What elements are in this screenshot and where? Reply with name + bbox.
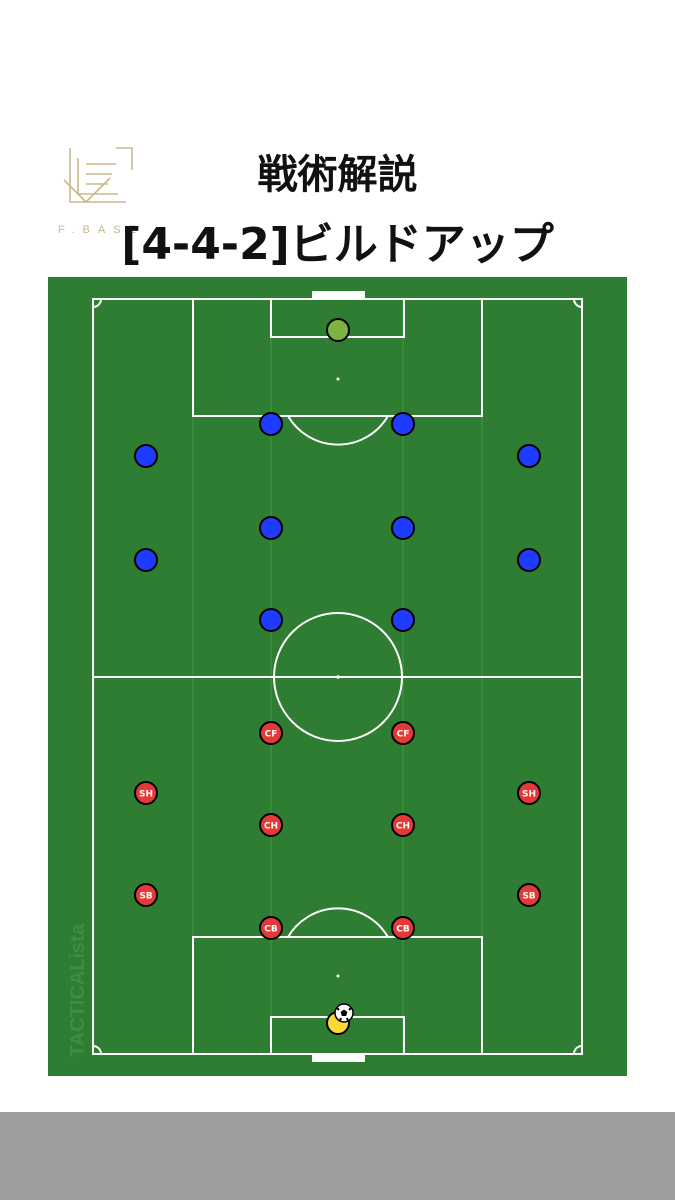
football-pitch: TACTICALista CF CF SH SH CH CH SB SB CB CB bbox=[48, 277, 627, 1076]
watermark: TACTICALista bbox=[67, 923, 89, 1057]
team-player-cb: CB bbox=[259, 916, 283, 940]
opponent-player bbox=[517, 444, 541, 468]
page-subtitle: [4-4-2]ビルドアップ bbox=[121, 219, 554, 270]
opponent-player bbox=[134, 444, 158, 468]
opponent-goalkeeper bbox=[326, 318, 350, 342]
corner-arc-tr bbox=[573, 298, 583, 308]
page-title: 戦術解説 bbox=[257, 152, 418, 198]
team-player-ch: CH bbox=[391, 813, 415, 837]
team-player-cf: CF bbox=[259, 721, 283, 745]
logo-mark bbox=[63, 147, 133, 204]
player-marker bbox=[259, 813, 283, 837]
player-role-label: CF bbox=[265, 730, 278, 740]
opponent-player bbox=[259, 608, 283, 632]
player-role-label: CH bbox=[264, 822, 278, 832]
player-role-label: SB bbox=[522, 892, 535, 902]
team-player-cf: CF bbox=[391, 721, 415, 745]
team-player-ch: CH bbox=[259, 813, 283, 837]
player-role-label: SH bbox=[522, 790, 536, 800]
player-role-label: CB bbox=[264, 925, 278, 935]
team-player-sb: SB bbox=[134, 883, 158, 907]
team-player-cb: CB bbox=[391, 916, 415, 940]
player-marker bbox=[517, 883, 541, 907]
player-role-label: CF bbox=[397, 730, 410, 740]
player-role-label: SB bbox=[139, 892, 152, 902]
opponent-player bbox=[259, 516, 283, 540]
player-role-label: CB bbox=[396, 925, 410, 935]
player-marker bbox=[517, 781, 541, 805]
soccer-ball-icon bbox=[334, 1003, 354, 1023]
player-marker bbox=[259, 916, 283, 940]
top-goal bbox=[312, 291, 365, 299]
opponent-player bbox=[134, 548, 158, 572]
logo-text: F.BASE bbox=[58, 224, 144, 236]
players-layer: CF CF SH SH CH CH SB SB CB CB bbox=[134, 318, 541, 1035]
opponent-player bbox=[391, 516, 415, 540]
corner-arc-tl bbox=[92, 298, 102, 308]
bottom-goal bbox=[312, 1054, 365, 1062]
corner-arc-bl bbox=[92, 1045, 102, 1055]
center-spot bbox=[336, 675, 340, 679]
team-player-sh: SH bbox=[517, 781, 541, 805]
team-player-sb: SB bbox=[517, 883, 541, 907]
opponent-player bbox=[517, 548, 541, 572]
bottom-bar bbox=[0, 1112, 675, 1200]
player-role-label: CH bbox=[396, 822, 410, 832]
corner-arc-br bbox=[573, 1045, 583, 1055]
team-player-sh: SH bbox=[134, 781, 158, 805]
pitch-diagram: TACTICALista CF CF SH SH CH CH SB SB CB CB bbox=[48, 277, 627, 1076]
opponent-player bbox=[391, 412, 415, 436]
bottom-penalty-arc bbox=[287, 907, 389, 938]
player-role-label: SH bbox=[139, 790, 153, 800]
player-marker bbox=[259, 721, 283, 745]
center-circle bbox=[273, 612, 403, 742]
player-marker bbox=[134, 883, 158, 907]
player-marker bbox=[391, 721, 415, 745]
top-penalty-arc bbox=[287, 415, 389, 446]
top-penalty-spot bbox=[336, 377, 340, 381]
player-marker bbox=[391, 916, 415, 940]
player-marker bbox=[391, 813, 415, 837]
opponent-player bbox=[391, 608, 415, 632]
player-marker bbox=[134, 781, 158, 805]
bottom-penalty-spot bbox=[336, 974, 340, 978]
opponent-player bbox=[259, 412, 283, 436]
